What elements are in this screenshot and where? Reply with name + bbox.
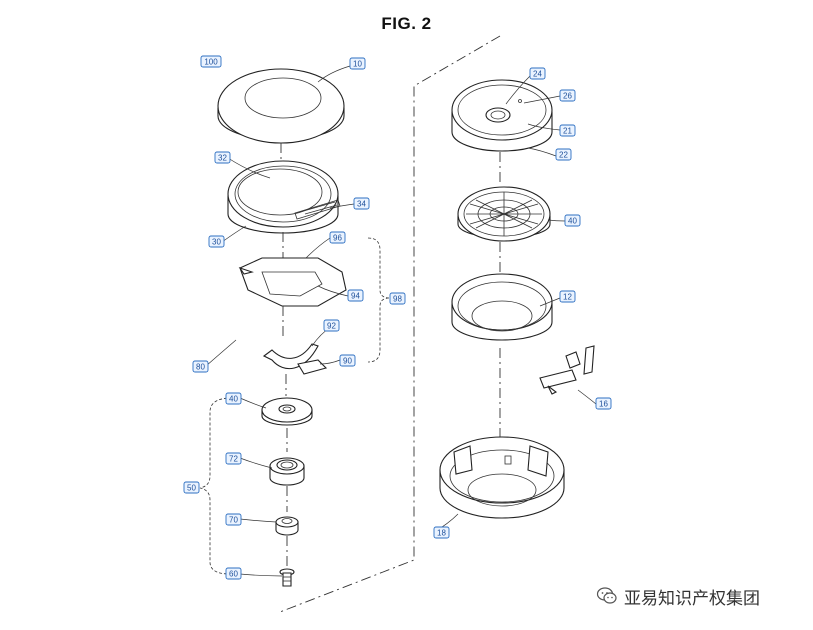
label-26: 26 xyxy=(559,89,576,102)
svg-text:32: 32 xyxy=(218,154,227,163)
svg-text:40: 40 xyxy=(568,217,577,226)
part-washer xyxy=(261,397,313,426)
part-top-cover xyxy=(217,68,345,144)
svg-text:10: 10 xyxy=(353,60,362,69)
label-10: 10 xyxy=(349,57,366,70)
svg-text:92: 92 xyxy=(327,322,336,331)
svg-text:70: 70 xyxy=(229,516,238,525)
svg-text:60: 60 xyxy=(229,570,238,579)
wechat-icon xyxy=(596,587,617,604)
label-40-right: 40 xyxy=(564,214,581,227)
svg-text:50: 50 xyxy=(187,484,196,493)
part-base xyxy=(439,436,565,519)
figure-title: FIG. 2 xyxy=(381,14,432,33)
label-96: 96 xyxy=(329,231,346,244)
svg-text:16: 16 xyxy=(599,400,608,409)
part-middle-housing xyxy=(227,160,341,234)
label-16: 16 xyxy=(595,397,612,410)
svg-text:80: 80 xyxy=(196,363,205,372)
part-latch xyxy=(539,345,595,395)
part-screw xyxy=(279,568,295,587)
part-nut xyxy=(275,516,299,536)
label-24: 24 xyxy=(529,67,546,80)
separator-dashed-line xyxy=(279,35,501,613)
label-72: 72 xyxy=(225,452,242,465)
label-70: 70 xyxy=(225,513,242,526)
label-100: 100 xyxy=(200,55,222,68)
svg-text:40: 40 xyxy=(229,395,238,404)
label-92: 92 xyxy=(323,319,340,332)
label-98: 98 xyxy=(389,292,406,305)
label-22: 22 xyxy=(555,148,572,161)
svg-text:21: 21 xyxy=(563,127,572,136)
label-32: 32 xyxy=(214,151,231,164)
label-94: 94 xyxy=(347,289,364,302)
part-bearing xyxy=(269,457,305,486)
svg-text:30: 30 xyxy=(212,238,221,247)
label-50: 50 xyxy=(183,481,200,494)
svg-text:96: 96 xyxy=(333,234,342,243)
svg-text:100: 100 xyxy=(204,58,218,67)
part-spring-clip xyxy=(262,343,328,375)
svg-text:24: 24 xyxy=(533,70,542,79)
svg-text:22: 22 xyxy=(559,151,568,160)
brace-group-50 xyxy=(199,397,233,575)
label-18: 18 xyxy=(433,526,450,539)
svg-text:72: 72 xyxy=(229,455,238,464)
label-21: 21 xyxy=(559,124,576,137)
label-80: 80 xyxy=(192,360,209,373)
part-slider-plate xyxy=(238,257,347,307)
label-60: 60 xyxy=(225,567,242,580)
label-90: 90 xyxy=(339,354,356,367)
svg-text:34: 34 xyxy=(357,200,366,209)
label-34: 34 xyxy=(353,197,370,210)
label-40-left: 40 xyxy=(225,392,242,405)
svg-text:98: 98 xyxy=(393,295,402,304)
watermark: 亚易知识产权集团 xyxy=(596,585,760,609)
watermark-text: 亚易知识产权集团 xyxy=(624,588,760,609)
svg-text:12: 12 xyxy=(563,293,572,302)
svg-text:94: 94 xyxy=(351,292,360,301)
svg-text:18: 18 xyxy=(437,529,446,538)
svg-text:26: 26 xyxy=(563,92,572,101)
svg-text:90: 90 xyxy=(343,357,352,366)
label-12: 12 xyxy=(559,290,576,303)
part-upper-housing xyxy=(451,79,553,152)
part-ring xyxy=(451,273,553,341)
label-30: 30 xyxy=(208,235,225,248)
part-grille-plate xyxy=(457,186,551,242)
brace-group-98 xyxy=(367,237,391,363)
